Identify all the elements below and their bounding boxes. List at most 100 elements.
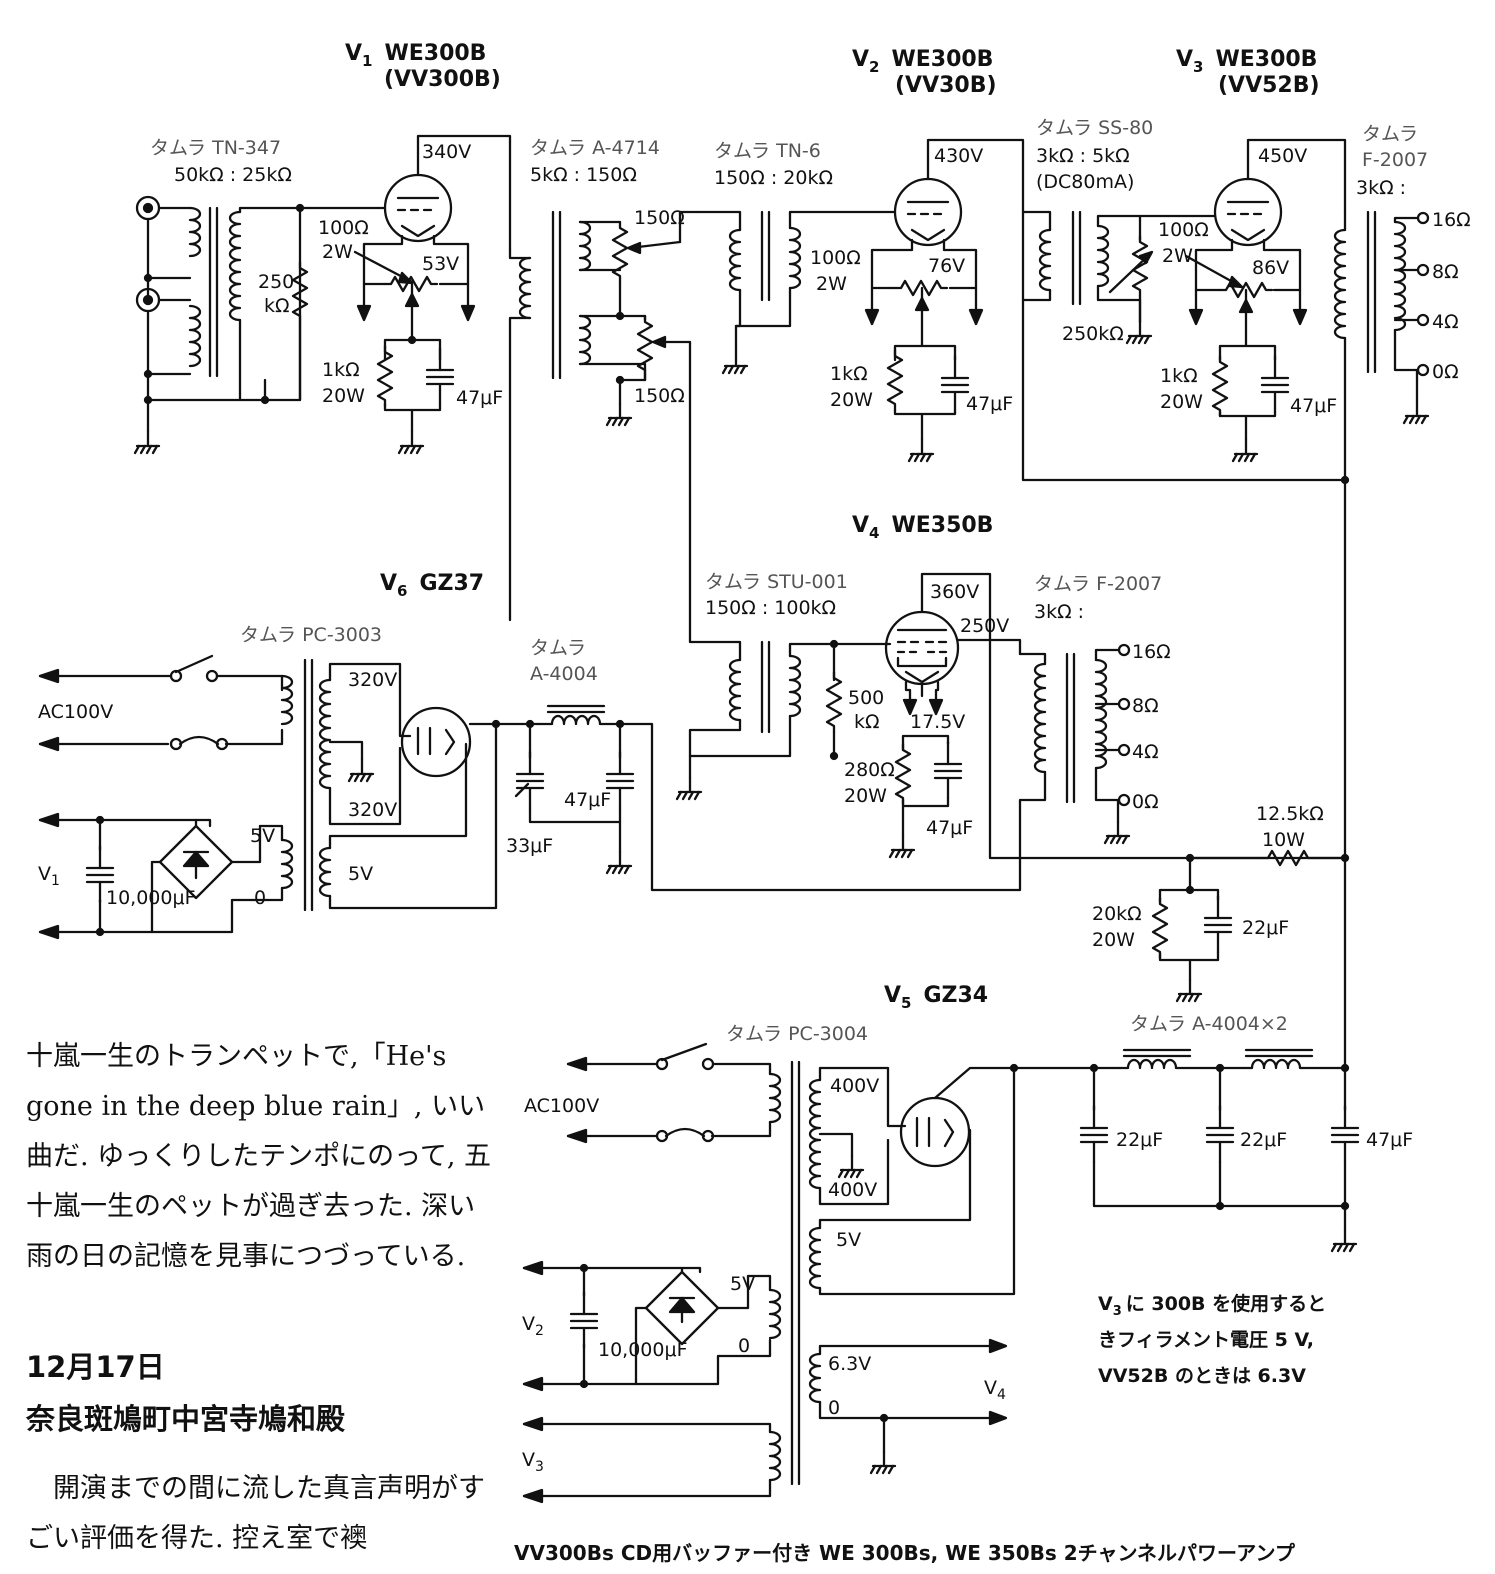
rectifier-v5 bbox=[899, 1096, 971, 1168]
v3-cathode-res: 1kΩ bbox=[1160, 365, 1198, 387]
body-paragraph-2: 開演までの間に流した真言声明がすごい評価を得た. 控え室で襖 bbox=[26, 1464, 496, 1564]
ac100-v6: AC100V bbox=[38, 701, 113, 723]
v2-hum-res: 100Ω bbox=[810, 247, 861, 269]
f2007a-ratio: 3kΩ : bbox=[1356, 177, 1406, 199]
stu001-ratio: 150Ω : 100kΩ bbox=[705, 597, 836, 619]
input-jack-1 bbox=[135, 195, 161, 221]
f2007b-secondary bbox=[1094, 658, 1108, 770]
a4714-primary bbox=[518, 256, 532, 320]
cap-33u-value: 33μF bbox=[506, 835, 553, 857]
f2007a-name2: F-2007 bbox=[1362, 149, 1428, 171]
pc3003-5v bbox=[318, 846, 332, 898]
pc3003-heater bbox=[280, 838, 294, 890]
a4714-secondary-2 bbox=[578, 314, 592, 366]
pc3004-6v3-zero: 0 bbox=[828, 1397, 840, 1419]
v4-bias-voltage: 17.5V bbox=[910, 711, 965, 733]
r500-unit: kΩ bbox=[854, 711, 880, 733]
f2007a-primary bbox=[1333, 228, 1347, 340]
pc3004-heater-v2 bbox=[768, 1288, 782, 1340]
pot-250k bbox=[1131, 234, 1149, 298]
a4714-pot2: 150Ω bbox=[634, 385, 685, 407]
v3-plate-voltage: 450V bbox=[1258, 145, 1307, 167]
power-switch-v6 bbox=[174, 654, 214, 674]
tube-v3 bbox=[1213, 177, 1283, 247]
cap-10000u-v2-value: 10,000μF bbox=[598, 1339, 688, 1361]
v1-filament-5v: 5V bbox=[250, 825, 275, 847]
ss80-pot: 250kΩ bbox=[1062, 323, 1124, 345]
v1-cathode-cap: 47μF bbox=[456, 387, 503, 409]
v1-filament-0: 0 bbox=[254, 887, 266, 909]
v1-filament-label: V1 bbox=[38, 863, 60, 889]
pc3004-hv bbox=[808, 1078, 822, 1190]
fuse-v5 bbox=[664, 1127, 706, 1138]
r20k-value: 20kΩ bbox=[1092, 903, 1142, 925]
a4714-pot1: 150Ω bbox=[634, 207, 685, 229]
power-switch-v5 bbox=[660, 1042, 708, 1062]
cap-47u-v1 bbox=[425, 346, 455, 406]
a4004-name2: A-4004 bbox=[530, 663, 598, 685]
v3-bias-voltage: 86V bbox=[1252, 257, 1289, 279]
bridge-rectifier-v1 bbox=[158, 824, 234, 900]
ac100-v5: AC100V bbox=[524, 1095, 599, 1117]
r250-unit: kΩ bbox=[264, 295, 290, 317]
v2-cathode-res: 1kΩ bbox=[830, 363, 868, 385]
v4-cathode-res: 280Ω bbox=[844, 759, 895, 781]
cap-22u-b-value: 22μF bbox=[1116, 1129, 1163, 1151]
f2007b-tap-8: 8Ω bbox=[1132, 695, 1159, 717]
f2007a-tap-16: 16Ω bbox=[1432, 209, 1471, 231]
f2007a-name: タムラ bbox=[1362, 123, 1418, 145]
cap-22u-c-value: 22μF bbox=[1240, 1129, 1287, 1151]
tn6-ratio: 150Ω : 20kΩ bbox=[714, 167, 833, 189]
body-paragraph-1: 十嵐一生のトランペットで,「He's gone in the deep blue… bbox=[26, 1032, 496, 1282]
r20k-watt: 20W bbox=[1092, 929, 1135, 951]
pc3003-hv bbox=[318, 678, 332, 790]
a4714-name: タムラ A-4714 bbox=[530, 137, 660, 159]
tube-v4 bbox=[884, 610, 960, 686]
tube-v2 bbox=[893, 177, 963, 247]
v4-heater-label: V4 bbox=[984, 1377, 1006, 1403]
v4-screen-voltage: 250V bbox=[960, 615, 1009, 637]
f2007b-tap-0: 0Ω bbox=[1132, 791, 1159, 813]
r500-value: 500 bbox=[848, 687, 884, 709]
resistor-1k-v3 bbox=[1211, 354, 1229, 418]
figure-caption: VV300Bs CD用バッファー付き WE 300Bs, WE 350Bs 2チ… bbox=[514, 1541, 1296, 1565]
section-location: 奈良斑鳩町中宮寺鳩和殿 bbox=[26, 1402, 346, 1436]
rectifier-v6 bbox=[400, 706, 472, 778]
v2-filament-label: V2 bbox=[522, 1313, 544, 1339]
tube-v1 bbox=[383, 173, 453, 243]
cap-22u-b bbox=[1079, 1104, 1109, 1164]
cap-22u-a-value: 22μF bbox=[1242, 917, 1289, 939]
v2-filament-5v: 5V bbox=[730, 1273, 755, 1295]
pc3004-6v3: 6.3V bbox=[828, 1353, 871, 1375]
cap-47u-v4 bbox=[933, 740, 963, 800]
cap-10000u-v2 bbox=[569, 1290, 599, 1350]
ss80-note: (DC80mA) bbox=[1036, 171, 1134, 193]
r12k5-watt: 10W bbox=[1262, 829, 1305, 851]
f2007a-tap-4: 4Ω bbox=[1432, 311, 1459, 333]
v2-cathode-cap: 47μF bbox=[966, 393, 1013, 415]
cap-47u-ps2-value: 47μF bbox=[1366, 1129, 1413, 1151]
paragraph-text-2: 開演までの間に流した真言声明がすごい評価を得た. 控え室で襖 bbox=[26, 1473, 485, 1554]
pc3003-hv-bottom: 320V bbox=[348, 799, 397, 821]
v1-hum-watt: 2W bbox=[322, 241, 353, 263]
pc3004-5v bbox=[808, 1226, 822, 1290]
ss80-secondary bbox=[1096, 224, 1110, 288]
a4004-name: タムラ bbox=[530, 637, 586, 659]
pc3004-hv-bottom: 400V bbox=[828, 1179, 877, 1201]
v4-plate-voltage: 360V bbox=[930, 581, 979, 603]
a4004x2-name: タムラ A-4004×2 bbox=[1130, 1013, 1288, 1035]
tn6-primary bbox=[728, 228, 742, 292]
v1-bias-voltage: 53V bbox=[422, 253, 459, 275]
v1-cathode-watt: 20W bbox=[322, 385, 365, 407]
cap-22u-a bbox=[1203, 894, 1233, 954]
pc3003-5v: 5V bbox=[348, 863, 373, 885]
tn347-ratio: 50kΩ : 25kΩ bbox=[174, 164, 292, 186]
section-date: 12月17日 bbox=[26, 1350, 165, 1384]
pc3003-primary bbox=[280, 674, 294, 726]
choke-a4004-2 bbox=[1242, 1058, 1347, 1070]
